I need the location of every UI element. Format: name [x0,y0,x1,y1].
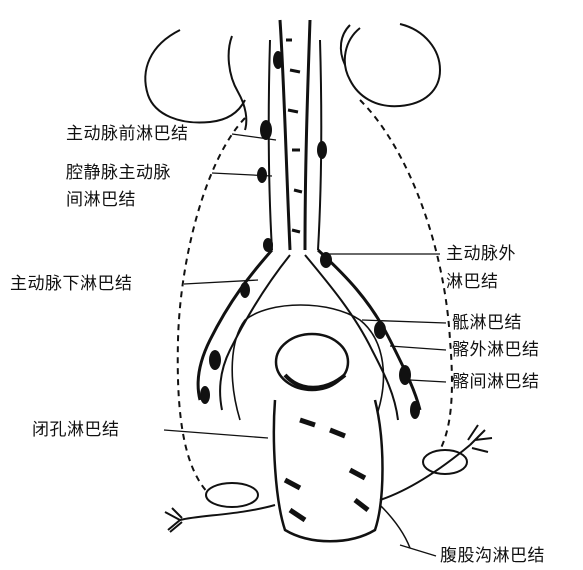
left-ovary [206,483,258,507]
right-fimbria [468,425,492,452]
round-ligament [380,505,410,548]
leader-sacral [362,320,446,323]
label-sacral-nodes: 骶淋巴结 [452,313,522,333]
leader-inguinal [400,545,436,556]
label-aortocaval-nodes-line1: 腔静脉主动脉 [66,163,171,183]
left-common-iliac-inner [220,255,290,410]
leader-external-iliac [390,346,446,350]
label-obturator-nodes: 闭孔淋巴结 [32,420,120,440]
label-lateral-aortic-nodes-line2: 淋巴结 [446,272,499,292]
leader-interiliac [410,380,446,382]
right-kidney-outline [345,24,440,106]
label-inguinal-nodes: 腹股沟淋巴结 [440,546,545,566]
left-common-iliac [198,250,272,400]
label-external-iliac-nodes: 髂外淋巴结 [452,340,540,360]
label-interiliac-nodes: 髂间淋巴结 [452,372,540,392]
uterine-body [274,400,383,541]
label-lateral-aortic-nodes-line1: 主动脉外 [446,244,516,264]
label-aortocaval-nodes-line2: 间淋巴结 [66,190,136,210]
label-subaortic-nodes: 主动脉下淋巴结 [10,274,133,294]
label-preaortic-nodes: 主动脉前淋巴结 [66,124,189,144]
left-fimbria [165,508,182,532]
leader-obturator [164,430,268,438]
aorta-trunk [280,20,310,250]
